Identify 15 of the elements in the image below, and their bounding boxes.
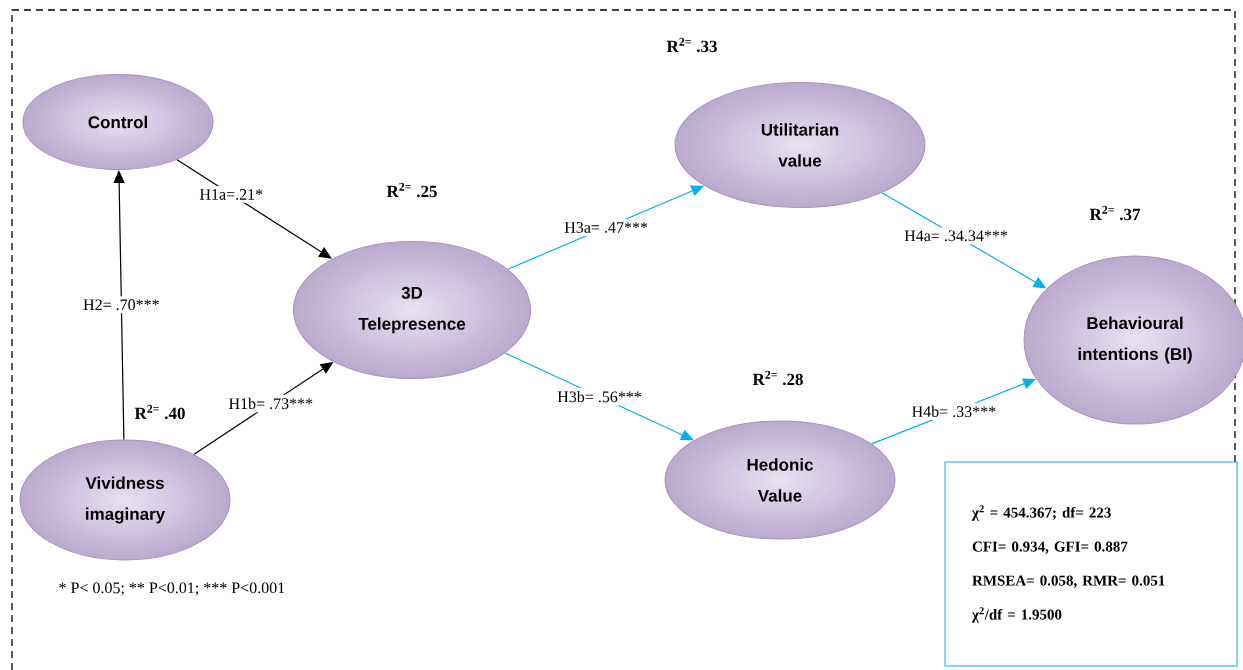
edge-label: H4b= .33*** [908,402,1000,421]
r-squared-label: R$^{2=}$ .37 [1089,205,1141,221]
edge-label: H1b= .73*** [225,394,317,413]
fit-statistics-box: χ$^{2}$ = 454.367; df= 223 CFI= 0.934, GFI= 0.887 RMSEA= 0.058, RMR= 0.051 χ$^{2}$/df = 1.9500 [944,461,1238,667]
r-squared-label: R$^{2=}$ .28 [752,370,803,386]
r-squared-label: R$^{2=}$ .25 [386,182,437,198]
significance-note: * P< 0.05; ** P<0.01; *** P<0.001 [59,582,285,596]
r-squared-label: R$^{2=}$ .33 [666,37,717,53]
r-squared-label: R$^{2=}$ .40 [134,404,185,420]
edge-label: H1a=.21* [196,186,267,203]
edge-label: H3b= .56*** [554,388,645,406]
edge-label: H4a= .34.34*** [901,227,1011,245]
path-arrow [113,170,125,441]
edge-label: H2= .70*** [80,296,163,314]
edge-label: H3a= .47*** [561,219,651,236]
